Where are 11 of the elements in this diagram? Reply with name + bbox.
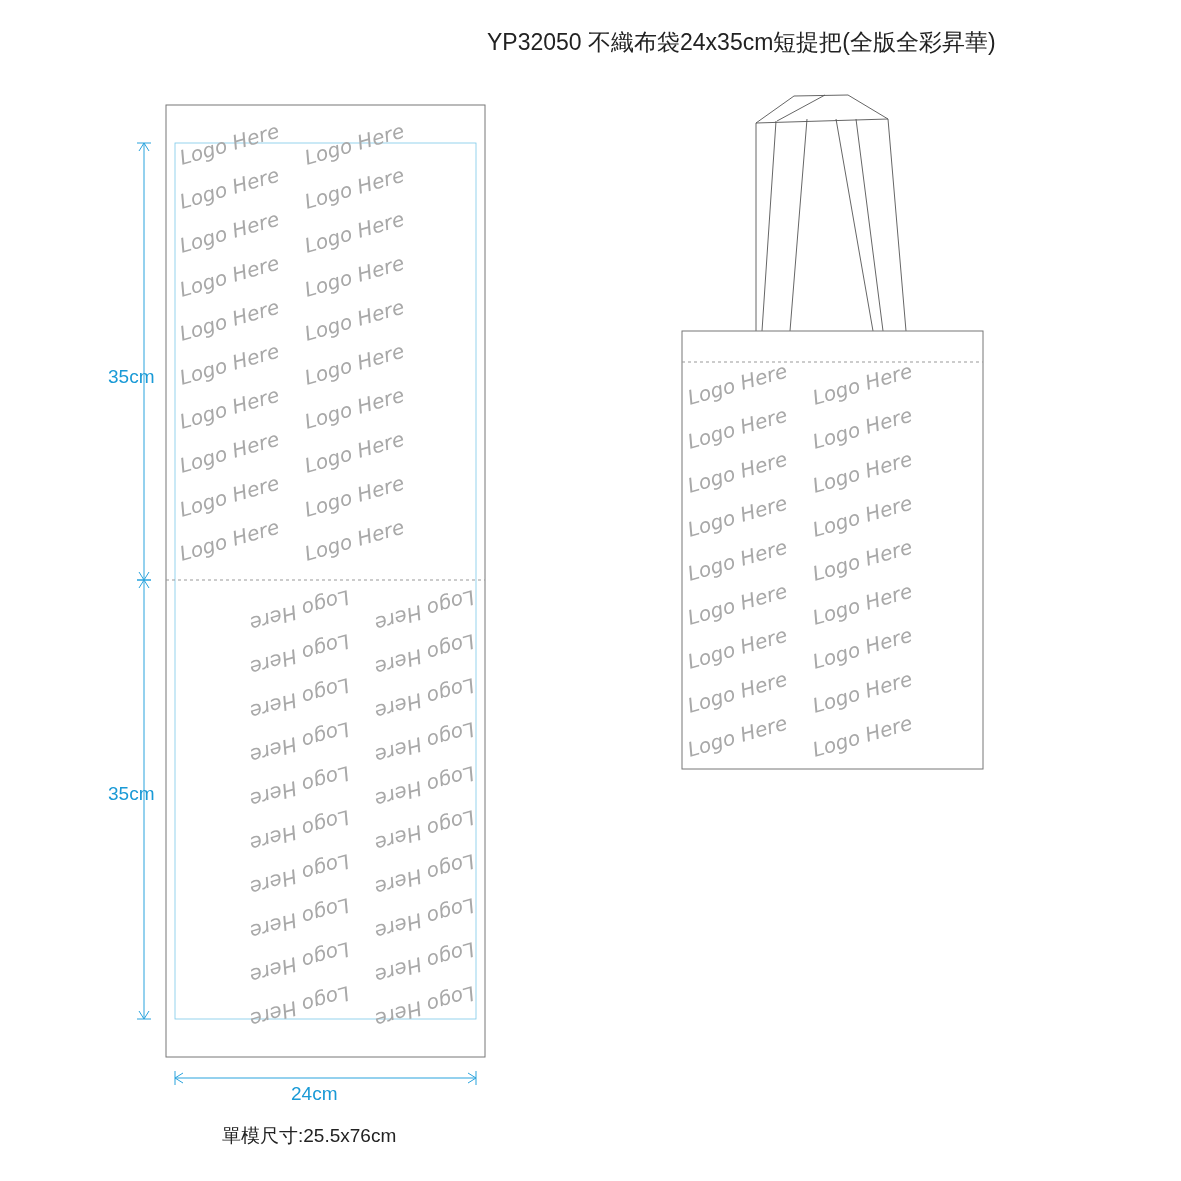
print-text: Logo Here: [372, 981, 478, 1033]
size-note: 單模尺寸:25.5x76cm: [222, 1126, 397, 1145]
print-text: Logo Here: [247, 981, 353, 1033]
print-text: Logo Here: [176, 118, 282, 170]
dimension-label: 35cm: [108, 367, 155, 386]
dimension-label: 24cm: [291, 1084, 338, 1103]
print-text: Logo Here: [301, 118, 407, 170]
diagram-title: YP32050 不織布袋24x35cm短提把(全版全彩昇華): [487, 31, 996, 54]
print-text: Logo Here: [684, 358, 790, 410]
print-text: Logo Here: [809, 358, 915, 410]
dimension-label: 35cm: [108, 784, 155, 803]
